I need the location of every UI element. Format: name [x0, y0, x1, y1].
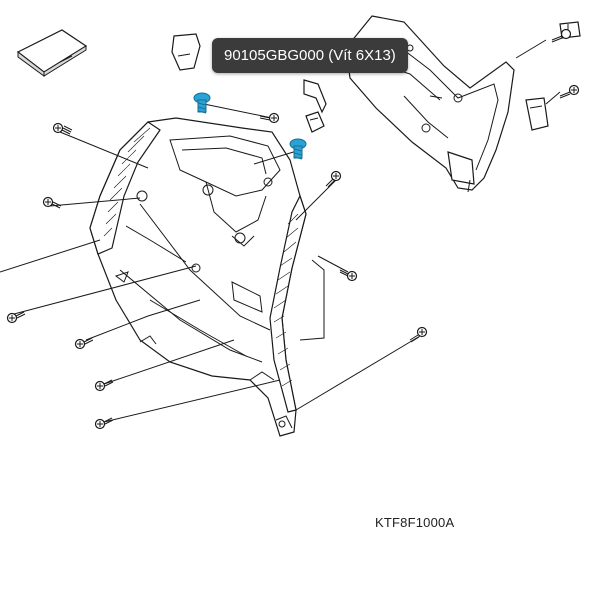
clip-nut-1	[305, 111, 325, 133]
screw-icon[interactable]	[42, 196, 62, 209]
inner-cowl-panel	[89, 117, 307, 437]
screw-icon[interactable]	[94, 379, 114, 392]
screw-icon[interactable]	[409, 326, 428, 343]
screw-icon[interactable]	[259, 112, 280, 124]
leader-lines	[0, 39, 561, 423]
clip-bracket-1	[303, 79, 327, 114]
screw-icon[interactable]	[339, 269, 358, 282]
tooltip-label: 90105GBG000 (Vít 6X13)	[224, 47, 396, 64]
square-clip-part	[525, 97, 549, 131]
clip-bracket-2	[171, 33, 201, 71]
screw-icon[interactable]	[6, 311, 26, 324]
screw-icon[interactable]	[325, 170, 342, 188]
highlighted-screw-icon[interactable]	[289, 138, 307, 160]
diagram-reference-code: KTF8F1000A	[375, 515, 455, 530]
screw-icon[interactable]	[551, 28, 572, 43]
screw-icon[interactable]	[74, 337, 94, 350]
highlighted-screw-icon[interactable]	[193, 92, 211, 114]
screw-icon[interactable]	[52, 122, 73, 135]
screw-icon[interactable]	[559, 84, 580, 99]
screw-icon[interactable]	[94, 417, 114, 430]
part-tooltip: 90105GBG000 (Vít 6X13)	[212, 38, 408, 73]
cover-lid-part	[16, 29, 88, 77]
